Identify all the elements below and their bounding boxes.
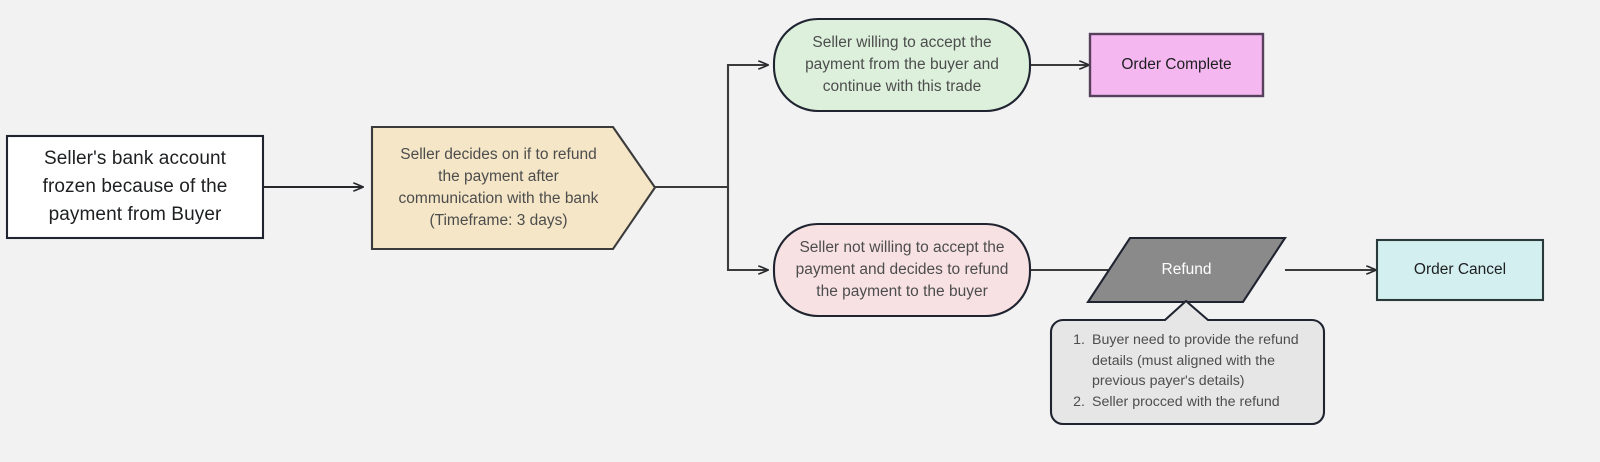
- node-refund[interactable]: [1086, 236, 1287, 304]
- node-order-cancel[interactable]: [1375, 238, 1545, 302]
- node-start[interactable]: [5, 134, 265, 240]
- node-seller-accept[interactable]: [772, 17, 1032, 113]
- note-item-number: 1.: [1073, 332, 1085, 348]
- note-list-item: 1. Buyer need to provide the refund deta…: [1068, 330, 1318, 392]
- node-decision[interactable]: [370, 125, 657, 251]
- note-callout-text: 1. Buyer need to provide the refund deta…: [1068, 330, 1318, 412]
- note-item-text: Seller procced with the refund: [1092, 393, 1280, 410]
- note-item-text: Buyer need to provide the refund details…: [1092, 332, 1299, 390]
- node-note-callout[interactable]: [1049, 299, 1326, 426]
- note-list-item: 2. Seller procced with the refund: [1068, 392, 1318, 413]
- edge-decision-branch-up: [655, 65, 768, 189]
- node-order-complete[interactable]: [1088, 32, 1265, 98]
- node-seller-not-accept[interactable]: [772, 222, 1032, 318]
- note-item-number: 2.: [1073, 393, 1085, 410]
- edge-decision-branch-down: [726, 187, 768, 270]
